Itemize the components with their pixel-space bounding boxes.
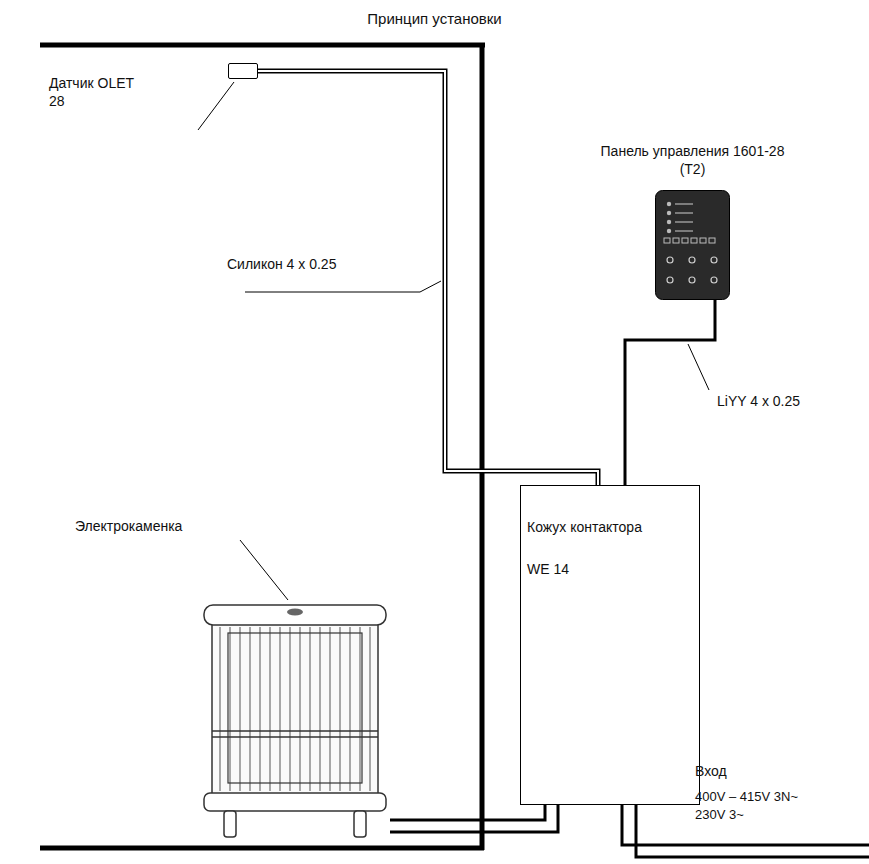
panel-button bbox=[689, 257, 695, 263]
sensor-label: Датчик OLET 28 bbox=[49, 74, 134, 110]
display-icon bbox=[700, 238, 706, 243]
sensor-cable bbox=[258, 71, 598, 485]
control-panel: Панель управления 1601-28 (T2) bbox=[655, 190, 730, 300]
heater-bar bbox=[230, 627, 231, 791]
heater-bar bbox=[280, 627, 281, 791]
heater-bar bbox=[260, 627, 261, 791]
cable-label: LiYY 4 x 0.25 bbox=[715, 392, 802, 410]
stone-cage bbox=[228, 633, 362, 783]
display-icon bbox=[682, 238, 688, 243]
power-cable bbox=[390, 805, 558, 832]
supply-wire bbox=[622, 805, 869, 845]
sensor-box: Датчик OLET 28 bbox=[228, 63, 258, 79]
heater-top bbox=[204, 605, 386, 625]
heater-label: Электрокаменка bbox=[75, 517, 215, 535]
display-icon bbox=[691, 238, 697, 243]
display-icon bbox=[709, 238, 715, 243]
heater-bar bbox=[370, 627, 371, 791]
heater-bar bbox=[310, 627, 311, 791]
heater-leg bbox=[354, 811, 366, 837]
panel-button bbox=[711, 257, 717, 263]
voltage-label: 400V – 415V 3N~ bbox=[695, 788, 798, 806]
heater-leg bbox=[224, 811, 236, 837]
leader-line bbox=[240, 540, 288, 600]
panel-button bbox=[667, 277, 673, 283]
cable-core bbox=[258, 71, 598, 485]
box-heading: Кожух контактора bbox=[527, 518, 693, 536]
input-label: Вход bbox=[695, 762, 727, 780]
panel-body bbox=[656, 191, 730, 300]
display-icon bbox=[664, 238, 670, 243]
status-line bbox=[675, 212, 693, 214]
leader-line bbox=[198, 82, 234, 130]
heater-bar bbox=[320, 627, 321, 791]
status-icon bbox=[667, 211, 671, 215]
status-line bbox=[675, 203, 693, 205]
wall-line bbox=[480, 43, 485, 850]
panel-button bbox=[711, 277, 717, 283]
status-line bbox=[675, 230, 693, 232]
status-icon bbox=[667, 229, 671, 233]
heater-bar bbox=[270, 627, 271, 791]
heater-bar bbox=[340, 627, 341, 791]
cable-line bbox=[258, 71, 598, 485]
ceiling-line bbox=[40, 43, 485, 48]
heater-bar bbox=[300, 627, 301, 791]
diagram-title: Принцип установки bbox=[0, 10, 869, 28]
heater-drawing bbox=[200, 603, 390, 838]
supply-wire bbox=[636, 805, 869, 857]
display-icon bbox=[673, 238, 679, 243]
cable-line bbox=[390, 805, 558, 832]
power-cable bbox=[625, 300, 715, 485]
model-label: WE 14 bbox=[527, 560, 693, 578]
contactor-box: Кожух контактора WE 14 bbox=[520, 485, 700, 805]
heater-bar bbox=[250, 627, 251, 791]
panel-label: Панель управления 1601-28 (T2) bbox=[600, 142, 785, 178]
heater-bar bbox=[360, 627, 361, 791]
heater-base bbox=[204, 793, 386, 811]
leader-line bbox=[245, 281, 441, 292]
heater-bar bbox=[350, 627, 351, 791]
panel-button bbox=[689, 277, 695, 283]
heater-rail bbox=[212, 736, 378, 738]
status-icon bbox=[667, 202, 671, 206]
heater-bar bbox=[330, 627, 331, 791]
status-icon bbox=[667, 220, 671, 224]
heater-bar bbox=[290, 627, 291, 791]
heater-rail bbox=[212, 730, 378, 732]
cable-label: Силикон 4 x 0.25 bbox=[225, 255, 338, 273]
leader-line bbox=[688, 344, 709, 390]
panel-drawing bbox=[655, 190, 730, 300]
status-line bbox=[675, 221, 693, 223]
cable-line bbox=[625, 300, 715, 485]
heater-logo bbox=[287, 609, 303, 616]
panel-button bbox=[667, 257, 673, 263]
cable-line bbox=[390, 805, 545, 820]
sauna-heater: Электрокаменка bbox=[200, 603, 390, 838]
floor-line bbox=[40, 846, 484, 851]
voltage-label: 230V 3~ bbox=[695, 806, 744, 824]
heater-bar bbox=[240, 627, 241, 791]
heater-bar bbox=[220, 627, 221, 791]
heater-frame bbox=[212, 621, 378, 797]
